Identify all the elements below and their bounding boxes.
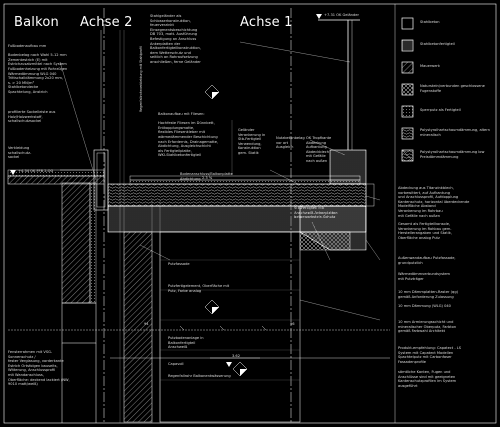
note-downpipe-vertical: Regenfallrohrverkleidung mit Stahlprofil xyxy=(139,46,143,112)
note-skirting: profilierte Sockelleiste aus Holz/Holzwe… xyxy=(8,110,56,124)
note-railing: Stahlgeländer als Schlosserkonstruktion,… xyxy=(150,14,201,64)
note-cladding: Verkleidung schallschutz- sockel xyxy=(8,146,32,160)
dimension-left-label: 94 xyxy=(144,322,149,326)
note-railing-anchor: Geländer Verankerung in Stb-Fertigteil V… xyxy=(238,128,266,155)
level-top-label: +7.31 OK Geländer xyxy=(324,13,359,17)
legend-label-barrier-plaster: Sperrputz als Fertigteil xyxy=(420,108,461,112)
note-reinforcement: 10 mm Armierungsschicht und mineralische… xyxy=(398,320,457,334)
note-plaster-base: Putzbodenanlage in Balkonfertigteil Ansc… xyxy=(168,336,204,350)
note-insulation-layers: 10 mm Dämmplatten-Raster (qg) gemäß Anfo… xyxy=(398,290,459,308)
note-product: Produkt-empfehlung: Capatect - LS System… xyxy=(398,346,462,364)
level-mid-label: +4.34 OK FFB 2.OG xyxy=(18,169,54,173)
axis-1-label: Achse 1 xyxy=(240,15,293,30)
note-floor-junction: Bodenanschluss/Balkonplatte Abdichtung xyxy=(180,172,233,181)
note-drip-edge: OK Tropfkante Abdeckung Aufkantung Abdec… xyxy=(306,136,332,163)
note-exterior-wall: Außenwandaufbau Putzfassade, grundputzli… xyxy=(398,256,456,265)
note-edge-profiles: sämtliche Kanten, Fugen und Anschlüsse s… xyxy=(398,370,457,388)
drawing-title: Balkon xyxy=(14,15,59,30)
axis-2-label: Achse 2 xyxy=(80,15,133,30)
note-downpipe: Regenfallrohr Balkonentwässerung xyxy=(168,374,231,378)
note-balcony-build-up: Balkonaufbau mit Fliesen: Hochfeste Flie… xyxy=(158,112,219,158)
legend-label-reinforced-concrete: Stahlbeton xyxy=(420,20,440,24)
slope-label: 2.3 % xyxy=(202,176,213,180)
note-floor-build-up: Fußbodenaufbau mm Bodenbelag nach Wahl 5… xyxy=(8,44,68,94)
note-precast-console: Gesamt als Fertigteilkonsole, Verankerun… xyxy=(398,222,452,240)
note-plaster-element: Putzfertigelement, Oberfläche mit Putz, … xyxy=(168,284,230,293)
legend-label-masonry: Mauerwerk xyxy=(420,64,440,68)
note-capavoll: Capavoll xyxy=(168,362,184,366)
note-utility-layer: Nutzbetonbelag vor ort Ausgleich xyxy=(276,136,305,150)
note-plaster-facade: Putzfassade xyxy=(168,262,190,266)
legend-label-precast-concrete: Stahlbetonfertigteil xyxy=(420,42,455,46)
legend-label-natural-stone: Naturstein/verbunden geschlossene Fugens… xyxy=(420,84,485,93)
note-window-frame: Fensterrahmen mit VSG- Sonnenschutz / fe… xyxy=(8,350,70,387)
level-bottom-label: 3.62 xyxy=(232,354,241,358)
legend-label-insulation-low: Polystyrolhartschaumdämmung low Preisdäm… xyxy=(420,150,485,159)
note-cover-flashing: Abdeckung aus Titanzinkblech, vorbewitte… xyxy=(398,186,470,218)
note-precast-element: Stb-Fertigteil mit Anschweiß-Ankerplatte… xyxy=(294,206,338,220)
note-etics: Wärmedämmverbundsystem mit Putzträger xyxy=(398,272,451,281)
dimension-right-label: 96 xyxy=(290,322,295,326)
legend-label-insulation: Polystyrolhartschaumdämmung, altern mine… xyxy=(420,128,490,137)
